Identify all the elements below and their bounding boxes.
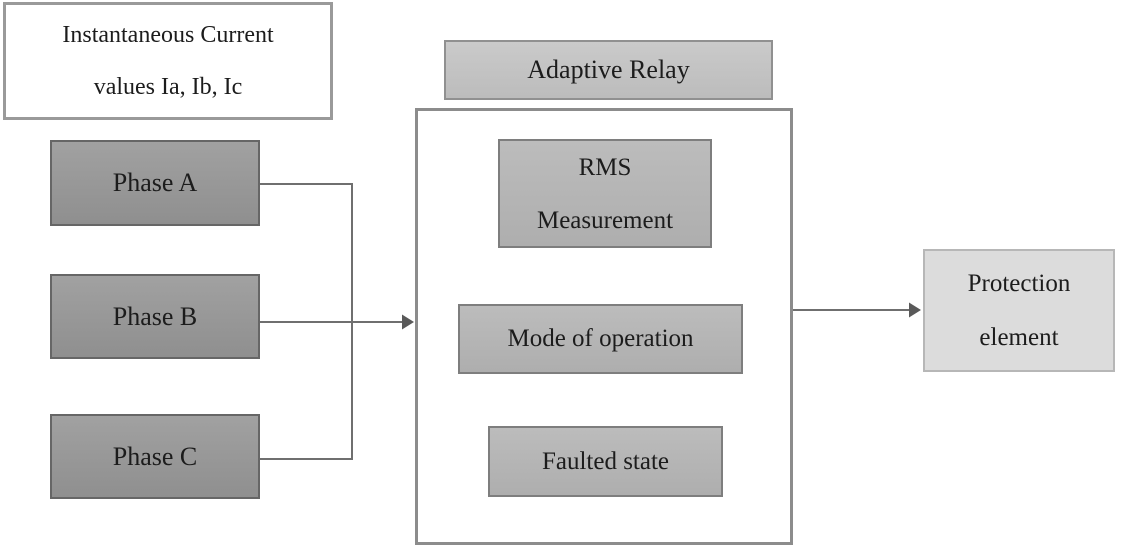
node-phase-a: Phase A: [50, 140, 260, 226]
node-faulted-state: Faulted state: [488, 426, 723, 497]
input-label-line1: Instantaneous Current: [62, 22, 274, 48]
phase-b-label: Phase B: [112, 301, 198, 331]
arrowhead-relay-to-protection: [909, 302, 921, 318]
node-rms-measurement: RMS Measurement: [498, 139, 712, 248]
phase-c-label: Phase C: [112, 441, 198, 471]
node-phase-c: Phase C: [50, 414, 260, 499]
arrowhead-into-relay: [402, 314, 414, 330]
faulted-state-label: Faulted state: [541, 447, 670, 475]
phase-a-label: Phase A: [112, 168, 198, 197]
node-mode-of-operation: Mode of operation: [458, 304, 743, 374]
protection-element-line1: Protection: [967, 269, 1071, 297]
rms-label-line2: Measurement: [536, 206, 674, 234]
mode-of-operation-label: Mode of operation: [507, 325, 694, 352]
node-protection-element: Protection element: [923, 249, 1115, 372]
rms-label-line1: RMS: [578, 153, 632, 181]
node-phase-b: Phase B: [50, 274, 260, 359]
input-label-line2: values Ia, Ib, Ic: [93, 74, 243, 100]
protection-element-line2: element: [979, 323, 1059, 351]
adaptive-relay-label: Adaptive Relay: [527, 55, 690, 84]
node-adaptive-relay-title: Adaptive Relay: [444, 40, 773, 100]
node-instantaneous-current: Instantaneous Current values Ia, Ib, Ic: [3, 2, 333, 120]
